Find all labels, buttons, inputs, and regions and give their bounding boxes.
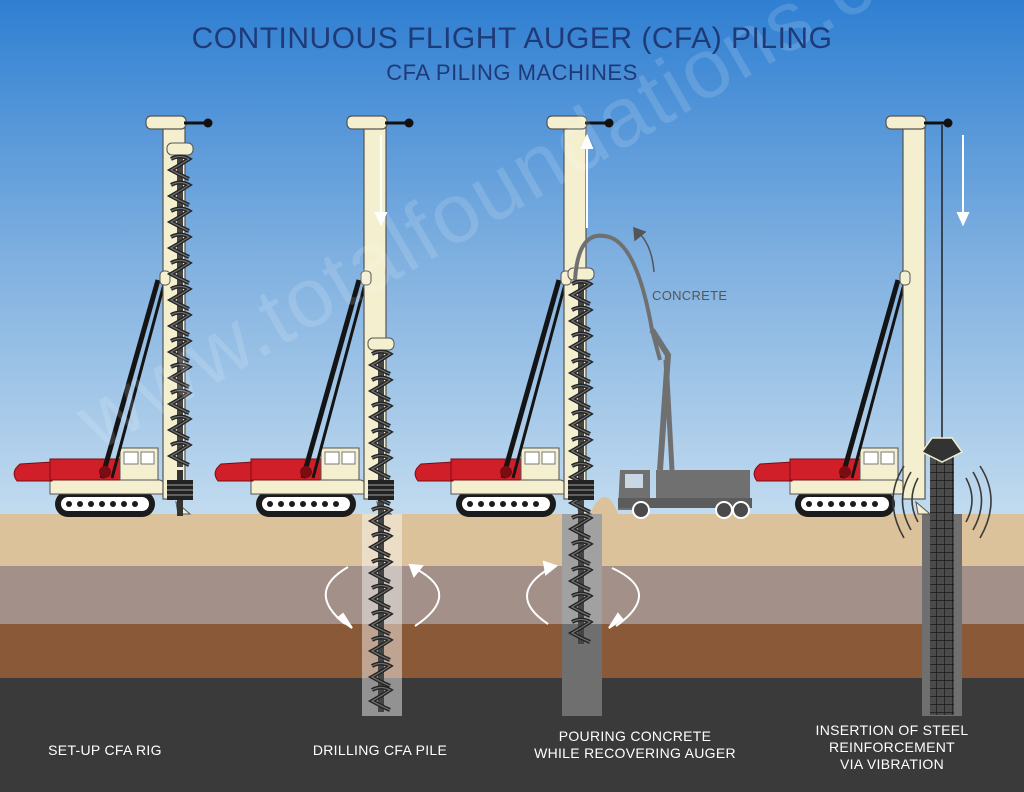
ground-layer-silt — [0, 566, 1024, 624]
step-caption-4: INSERTION OF STEEL REINFORCEMENT VIA VIB… — [815, 722, 969, 772]
concrete-hose — [573, 233, 662, 361]
rig-step-2 — [215, 116, 441, 716]
down-arrow-icon — [956, 135, 970, 227]
auger-step-2 — [367, 337, 395, 714]
step-caption-1: SET-UP CFA RIG — [48, 742, 162, 758]
step-caption-2: DRILLING CFA PILE — [312, 742, 448, 758]
rig-step-1 — [14, 116, 212, 517]
rotation-arrows-icon — [526, 560, 640, 629]
rig-step-3 — [415, 116, 662, 716]
page-subtitle: CFA PILING MACHINES — [386, 60, 638, 85]
down-arrow-icon — [374, 135, 388, 227]
concrete-pump-truck — [618, 328, 752, 519]
concrete-flow-arrow-icon — [633, 226, 655, 273]
rotation-arrows-icon — [324, 563, 441, 629]
concrete-label: CONCRETE — [652, 288, 728, 303]
ground-layer-bedrock — [0, 678, 1024, 792]
ground-layer-clay — [0, 624, 1024, 678]
step-caption-3: POURING CONCRETE WHILE RECOVERING AUGER — [534, 728, 736, 761]
vibration-waves-icon — [892, 465, 992, 539]
rig-step-4 — [754, 116, 992, 716]
steel-reinforcement-cage — [930, 445, 954, 715]
up-arrow-icon — [580, 133, 594, 228]
ground-layer-sand — [0, 514, 1024, 566]
page-title: CONTINUOUS FLIGHT AUGER (CFA) PILING — [191, 22, 833, 55]
vibrator-head — [920, 437, 964, 463]
